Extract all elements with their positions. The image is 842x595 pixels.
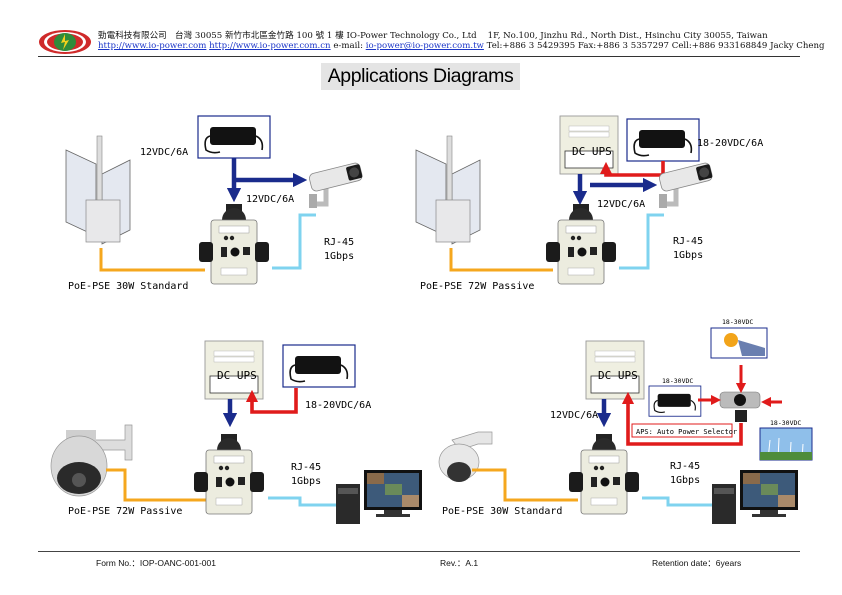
header-line-2: http://www.io-power.com http://www.io-po… [98,41,824,51]
email-label: e-mail: [333,41,363,51]
adapter-voltage-label: 18-20VDC/6A [305,400,371,411]
solar-voltage-label: 18-30VDC [722,318,753,326]
rj45-label: RJ-45 [324,237,354,248]
power-adapter-icon [197,115,271,159]
wind-turbine-source-icon [759,427,813,461]
header-line-1: 勁電科技有限公司 台灣 30055 新竹市北區金竹路 100 號 1 樓 IO-… [98,29,768,41]
auto-power-selector-icon [719,391,761,422]
power-adapter-icon [626,118,700,162]
poe-injector-box [568,433,640,515]
poe-injector-box [198,203,270,285]
page-header: 勁電科技有限公司 台灣 30055 新竹市北區金竹路 100 號 1 樓 IO-… [0,0,842,60]
company-name-en: IO-Power Technology Co., Ltd [346,31,477,41]
output-voltage-label: 12VDC/6A [550,410,598,421]
company-logo-icon [39,30,91,54]
aps-to-ups-arrow [621,391,743,446]
solar-panel-source-icon [710,327,768,359]
nvr-monitor-icon [712,470,798,524]
bullet-camera-icon [308,162,363,208]
solar-pole-device [65,135,131,245]
aps-label-box [631,423,733,438]
diagram-1: 12VDC/6A 12VDC/6A RJ-45 1Gbps PoE-PSE 30… [65,115,363,292]
diagram-caption: PoE-PSE 30W Standard [442,506,562,517]
diagram-4: DC UPS APS: Auto Power Selector 18-30VDC… [438,318,813,524]
form-number: Form No.：IOP-OANC-001-001 [96,558,216,568]
bullet-camera-icon [658,162,713,208]
dc-ups-label: DC UPS [598,369,638,382]
adapter-to-ups-arrow [599,161,665,177]
network-cable-blue [619,213,664,270]
aps-label: APS: Auto Power Selector [636,428,737,436]
contact-info: Tel:+886 3 5429395 Fax:+886 3 5357297 Ce… [486,41,825,51]
website-link-cn[interactable]: http://www.io-power.com.cn [209,41,331,51]
nvr-monitor-icon [336,470,422,524]
revision: Rev.：A.1 [440,558,479,568]
adapter-voltage-label: 18-30VDC [662,377,693,385]
adapter-voltage-label: 12VDC/6A [140,147,188,158]
title-background [321,63,520,90]
output-voltage-label: 12VDC/6A [597,199,645,210]
mini-dome-camera-icon [438,431,493,482]
poe-injector-box [193,433,265,515]
output-voltage-label: 12VDC/6A [246,194,294,205]
retention-date: Retention date：6years [652,558,742,568]
rj45-label: RJ-45 [291,462,321,473]
company-name-cn: 勁電科技有限公司 [98,31,167,41]
page-title: Applications Diagrams [327,65,514,87]
speed-label: 1Gbps [670,475,700,486]
speed-label: 1Gbps [673,250,703,261]
dc-ups-label: DC UPS [572,145,612,158]
diagram-2: DC UPS 18-20VDC/6A 12VDC/6A RJ-45 1Gbps … [415,115,763,292]
wind-voltage-label: 18-30VDC [770,419,801,427]
poe-cable-orange [106,468,210,502]
header-rule [38,56,800,57]
power-adapter-icon [648,385,702,417]
poe-cable-orange [472,468,578,502]
diagram-3: DC UPS 18-20VDC/6A RJ-45 1Gbps PoE-PSE 7… [50,340,422,524]
rj45-label: RJ-45 [670,461,700,472]
diagram-caption: PoE-PSE 72W Passive [68,506,182,517]
ptz-dome-camera-icon [50,424,133,497]
address-en: 1F, No.100, Jinzhu Rd., North Dist., Hsi… [487,31,768,41]
poe-cable-orange [99,248,205,272]
network-cable-blue [272,213,316,270]
power-adapter-icon [282,344,356,388]
dc-ups-label: DC UPS [217,369,257,382]
adapter-to-ups-arrow [245,388,298,414]
network-cable-blue [642,496,716,507]
footer-rule [38,551,800,552]
solar-pole-device [415,135,481,245]
speed-label: 1Gbps [324,251,354,262]
diagram-caption: PoE-PSE 30W Standard [68,281,188,292]
network-cable-blue [268,496,340,507]
adapter-voltage-label: 18-20VDC/6A [697,138,763,149]
diagram-caption: PoE-PSE 72W Passive [420,281,534,292]
poe-injector-box [545,203,617,285]
email-link[interactable]: io-power@io-power.com.tw [365,41,484,51]
rj45-label: RJ-45 [673,236,703,247]
website-link-com[interactable]: http://www.io-power.com [98,41,207,51]
speed-label: 1Gbps [291,476,321,487]
poe-cable-orange [449,248,553,272]
address-cn: 台灣 30055 新竹市北區金竹路 100 號 1 樓 [174,31,344,41]
